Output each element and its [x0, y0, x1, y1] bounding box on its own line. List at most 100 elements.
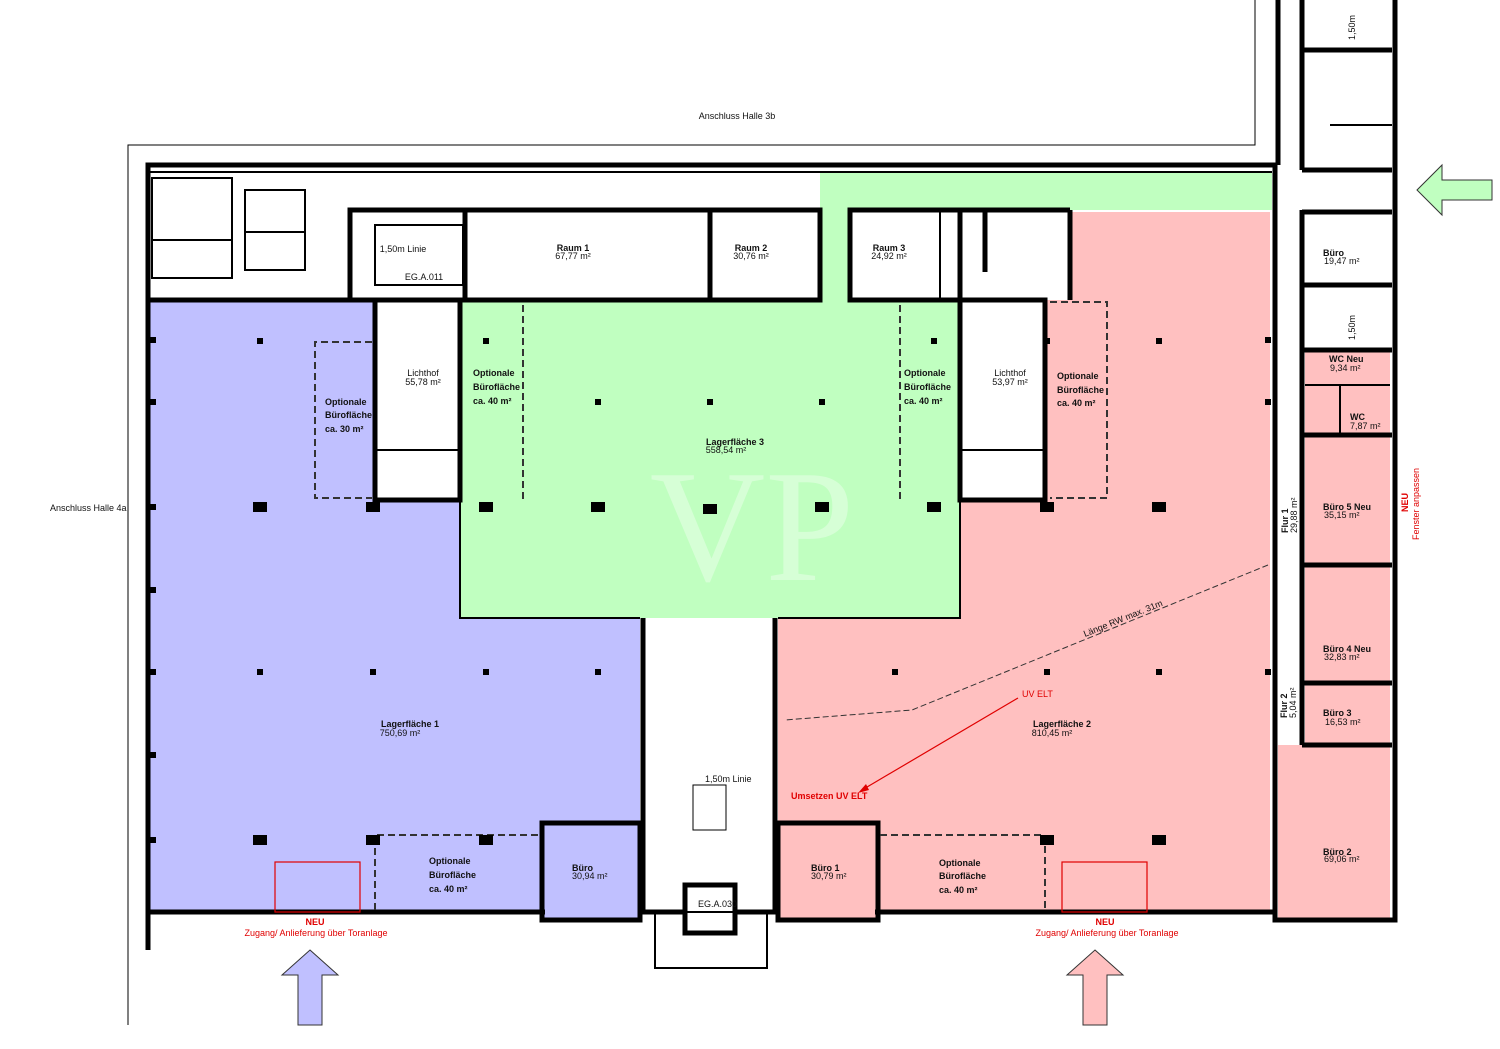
- gate-right-text: Zugang/ Anlieferung über Toranlage: [1036, 928, 1179, 938]
- column: [1152, 835, 1166, 845]
- buero-5-area: 35,15 m²: [1324, 510, 1360, 520]
- column: [815, 502, 829, 512]
- column: [931, 338, 937, 344]
- column: [150, 504, 156, 510]
- opt-office-blue-bottom: Optionale Bürofläche ca. 40 m²: [429, 856, 476, 894]
- svg-text:Bürofläche: Bürofläche: [325, 410, 372, 420]
- stair-center-code: EG.A.030: [698, 899, 737, 909]
- raum-3-area: 24,92 m²: [871, 251, 907, 261]
- lichthof-right-area: 53,97 m²: [992, 377, 1028, 387]
- opt-office-pink-top: Optionale Bürofläche ca. 40 m²: [1057, 371, 1104, 408]
- stair-center-icon: [692, 784, 727, 831]
- lager-2-area: 810,45 m²: [1032, 728, 1073, 738]
- neighbor-top-label: Anschluss Halle 3b: [699, 111, 776, 121]
- wc-neu-area: 9,34 m²: [1330, 363, 1361, 373]
- flur-1-name: Flur 1: [1280, 508, 1290, 533]
- svg-text:ca. 40 m²: ca. 40 m²: [1057, 398, 1096, 408]
- column: [1265, 669, 1271, 675]
- column: [595, 399, 601, 405]
- gate-right-marker: [1061, 861, 1148, 913]
- entrance-arrow-blue: [280, 949, 340, 1026]
- zone-lagerflaeche-2: [778, 212, 1270, 910]
- opt-office-pink-bottom: Optionale Bürofläche ca. 40 m²: [939, 858, 986, 895]
- column: [253, 502, 267, 512]
- column: [1265, 337, 1271, 343]
- svg-text:Optionale: Optionale: [473, 368, 515, 378]
- column: [479, 835, 493, 845]
- flur-2-area: 5,04 m²: [1288, 687, 1298, 718]
- svg-text:Optionale: Optionale: [1057, 371, 1099, 381]
- stair-width-mid: 1,50m: [1347, 315, 1357, 340]
- svg-text:Bürofläche: Bürofläche: [473, 382, 520, 392]
- column: [595, 669, 601, 675]
- opt-office-left: Optionale Bürofläche ca. 30 m²: [325, 397, 372, 434]
- structural-columns: [150, 337, 1271, 845]
- column: [257, 338, 263, 344]
- column: [150, 752, 156, 758]
- rw-length-line: [784, 564, 1269, 721]
- flur-1-area: 29,88 m²: [1289, 497, 1299, 533]
- zone-lagerflaeche-1: [150, 300, 640, 910]
- column: [150, 669, 156, 675]
- stair-center-line: 1,50m Linie: [705, 774, 752, 784]
- column: [1265, 399, 1271, 405]
- site-boundary: [127, 0, 1256, 1025]
- lager-3-name: Lagerfläche 3: [706, 437, 764, 447]
- buero-blue-name: Büro: [572, 863, 593, 873]
- umsetzen-uv-elt-label: Umsetzen UV ELT: [791, 791, 868, 801]
- neu-window-label: NEU: [1400, 493, 1410, 512]
- wc-name: WC: [1350, 412, 1365, 422]
- svg-text:Bürofläche: Bürofläche: [939, 871, 986, 881]
- column: [1156, 669, 1162, 675]
- opt-office-green-right: Optionale Bürofläche ca. 40 m²: [904, 368, 951, 406]
- raum-1-area: 67,77 m²: [555, 251, 591, 261]
- flur-2-name: Flur 2: [1279, 693, 1289, 718]
- stair-top-code: EG.A.011: [405, 272, 443, 282]
- column: [253, 835, 267, 845]
- entrance-steps: [654, 911, 768, 969]
- column: [707, 399, 713, 405]
- column: [150, 587, 156, 593]
- svg-text:ca. 40 m²: ca. 40 m²: [429, 884, 468, 894]
- svg-text:ca. 40 m²: ca. 40 m²: [904, 396, 943, 406]
- lichthof-right-name: Lichthof: [994, 368, 1026, 378]
- buero-blue-area: 30,94 m²: [572, 871, 608, 881]
- east-partitions: [1302, 47, 1392, 748]
- lager-1-name: Lagerfläche 1: [381, 719, 439, 729]
- column: [1044, 669, 1050, 675]
- gate-right-title: NEU: [1095, 917, 1114, 927]
- column: [257, 669, 263, 675]
- column: [703, 504, 717, 514]
- lichthof-left-area: 55,78 m²: [405, 377, 441, 387]
- svg-text:Bürofläche: Bürofläche: [429, 870, 476, 880]
- lager-2-name: Lagerfläche 2: [1033, 719, 1091, 729]
- wc-neu-name: WC Neu: [1329, 354, 1364, 364]
- column: [366, 502, 380, 512]
- column: [366, 835, 380, 845]
- neighbor-left-label: Anschluss Halle 4a: [50, 503, 127, 513]
- buero-2-area: 69,06 m²: [1324, 854, 1360, 864]
- buero-1-name: Büro 1: [811, 863, 840, 873]
- raum-2-name: Raum 2: [735, 243, 768, 253]
- lichthof-right-walls: [957, 297, 1048, 503]
- svg-text:Optionale: Optionale: [429, 856, 471, 866]
- column: [892, 669, 898, 675]
- column: [819, 399, 825, 405]
- column: [1156, 338, 1162, 344]
- svg-text:Optionale: Optionale: [904, 368, 946, 378]
- restroom-block: [151, 177, 306, 279]
- watermark-logo: VP: [650, 437, 855, 615]
- svg-text:ca. 40 m²: ca. 40 m²: [939, 885, 978, 895]
- uv-elt-label: UV ELT: [1022, 689, 1053, 699]
- column: [1040, 502, 1054, 512]
- buero-top-name: Büro: [1323, 248, 1344, 258]
- column: [483, 669, 489, 675]
- buero-1-walls: [775, 820, 881, 923]
- svg-text:Optionale: Optionale: [325, 397, 367, 407]
- raum-3-name: Raum 3: [873, 243, 906, 253]
- outer-wall: [145, 0, 1398, 950]
- lager-1-area: 750,69 m²: [380, 728, 421, 738]
- buero-2-name: Büro 2: [1323, 847, 1352, 857]
- opt-office-green-left: Optionale Bürofläche ca. 40 m²: [473, 368, 520, 406]
